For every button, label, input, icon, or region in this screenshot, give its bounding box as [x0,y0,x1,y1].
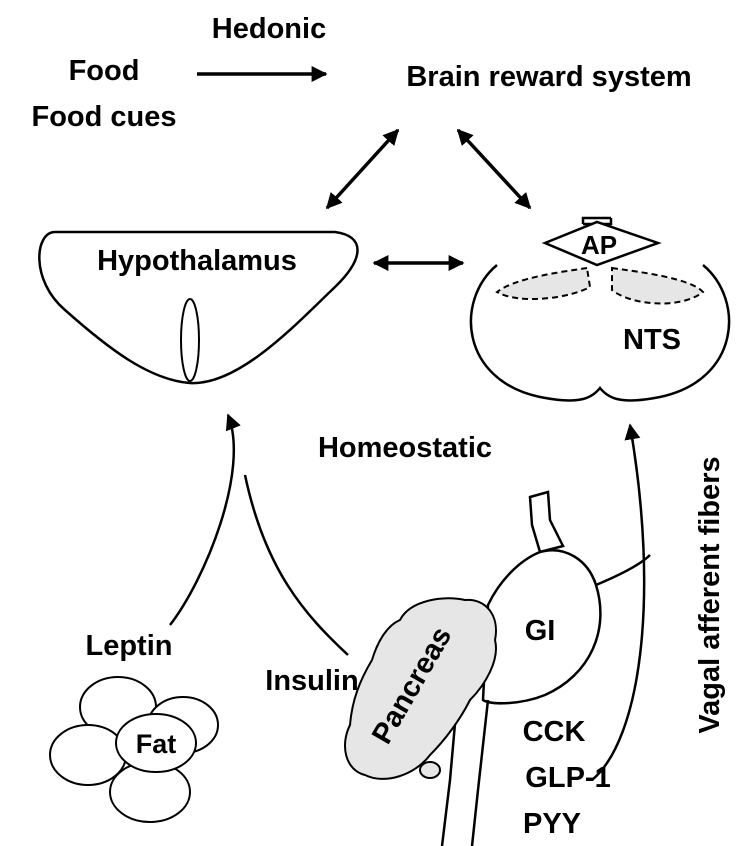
fat-cell-center [115,713,197,773]
cck-label: CCK [523,716,586,748]
fat-cell [49,724,127,786]
hypothalamus-shape [38,230,359,385]
nts-left-region [495,266,592,301]
pyy-label: PYY [523,808,581,840]
food-label: Food [69,55,140,87]
fat-label: Fat [136,729,177,759]
gi-label: GI [525,615,556,647]
nts-label: NTS [623,324,681,356]
ap-label: AP [581,230,617,260]
fat-cells-group [49,676,219,823]
vagal-afferent-fibers-label: Vagal afferent fibers [694,456,726,733]
nts-right-region [611,266,705,305]
third-ventricle-shape [180,298,200,382]
hypothalamus-label: Hypothalamus [97,245,297,277]
brain-reward-system-label: Brain reward system [406,61,691,93]
hedonic-label: Hedonic [212,13,326,45]
food-cues-label: Food cues [31,101,176,133]
insulin-arrow [243,474,349,656]
insulin-label: Insulin [265,665,358,697]
vagal-branch-line [595,554,651,587]
glp1-label: GLP-1 [525,762,610,794]
vagal-afferent-arrow [591,423,646,781]
brainstem-shape [469,216,731,402]
leptin-label: Leptin [86,630,173,662]
homeostatic-label: Homeostatic [318,432,492,464]
pancreas-shape [344,597,497,780]
reward-hypothalamus-arrow [325,128,400,210]
reward-brainstem-arrow [456,128,532,210]
gi-tract-shape [440,490,602,846]
pancreas-lobe [419,761,441,779]
ap-diamond-shape [541,220,662,267]
leptin-arrow [169,413,241,626]
